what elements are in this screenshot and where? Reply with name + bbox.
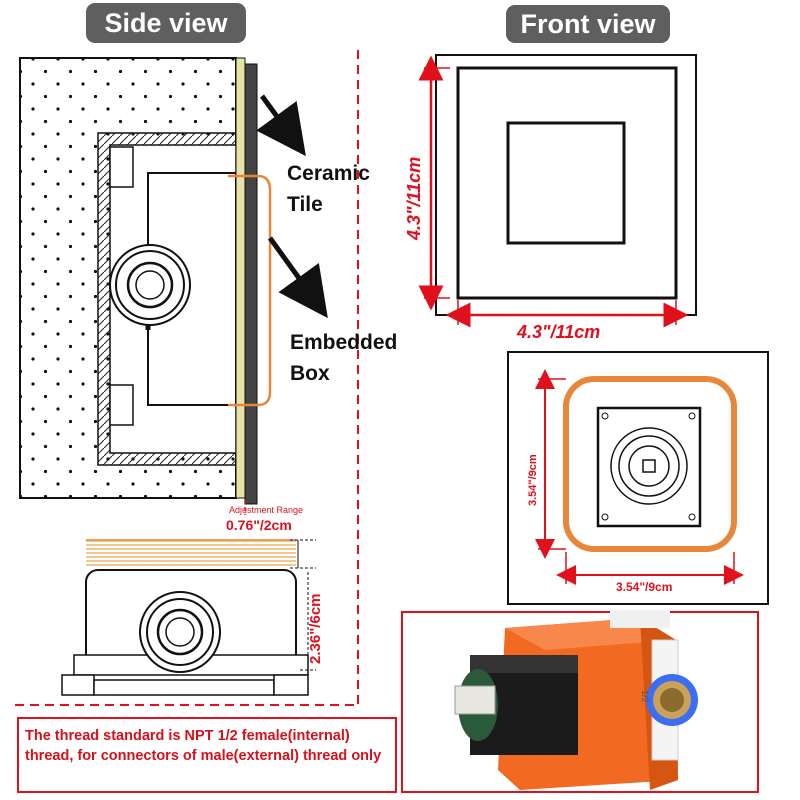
valve-marking: 1/2 xyxy=(640,690,650,703)
box-top-view xyxy=(15,539,358,706)
ceramic-label-line1: Ceramic xyxy=(287,162,370,185)
embedded-box-label: Embedded Box xyxy=(290,327,397,389)
ceramic-tile-label: Ceramic Tile xyxy=(287,158,370,220)
front-view-title: Front view xyxy=(506,5,670,43)
side-view-wall xyxy=(19,57,328,505)
adjustment-range-value: 0.76"/2cm xyxy=(226,517,292,533)
valve-photo xyxy=(401,610,759,793)
ceramic-label-line2: Tile xyxy=(287,193,323,216)
side-view-title: Side view xyxy=(86,3,246,43)
inner-height-dimension: 3.54"/9cm xyxy=(527,454,539,506)
box-label-line2: Box xyxy=(290,362,330,385)
plate-width-dimension: 4.3"/11cm xyxy=(517,322,601,342)
box-label-line1: Embedded xyxy=(290,331,398,354)
inner-width-dimension: 3.54"/9cm xyxy=(616,580,673,594)
box-height-dimension: 2.36"/6cm xyxy=(307,593,324,665)
front-plate xyxy=(418,54,697,328)
front-small-plate xyxy=(507,351,769,605)
plate-height-dimension: 4.3"/11cm xyxy=(404,156,424,240)
thread-standard-note: The thread standard is NPT 1/2 female(in… xyxy=(17,717,397,793)
adjustment-range-label: Adjustment Range xyxy=(229,505,304,515)
